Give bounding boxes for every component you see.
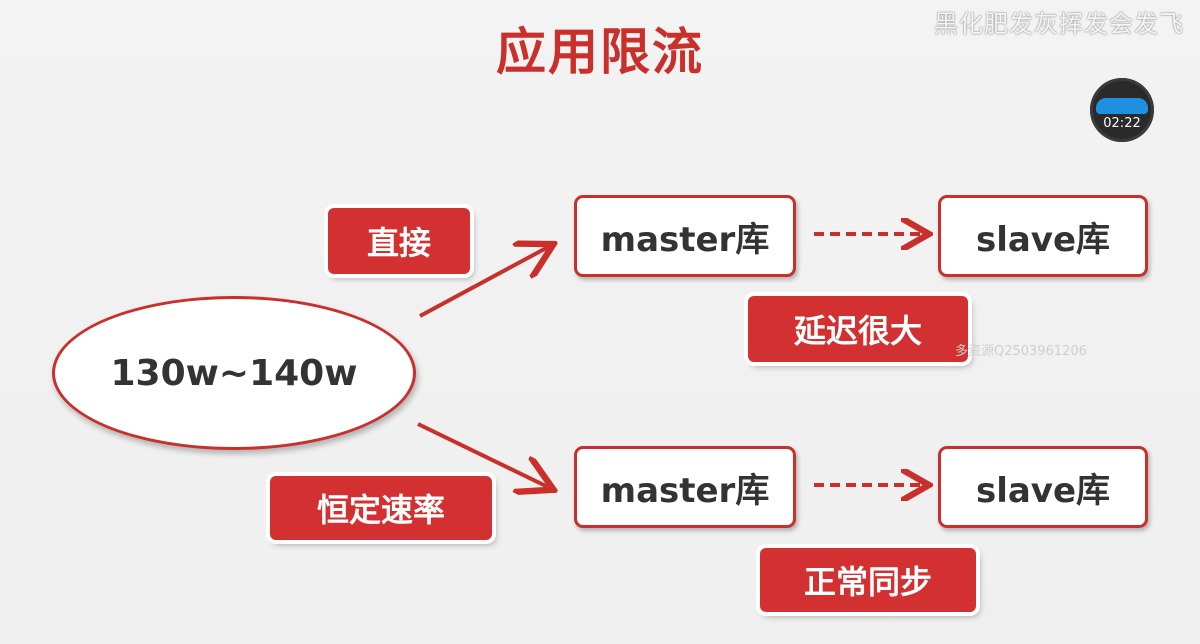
master-node-top: master库	[574, 195, 796, 277]
master-node-bottom: master库	[574, 446, 796, 528]
result-tag-delay: 延迟很大	[748, 296, 968, 362]
video-timer-badge[interactable]: 02:22	[1090, 78, 1154, 142]
method-tag-constant-rate: 恒定速率	[270, 476, 492, 540]
wave-icon	[1096, 98, 1148, 114]
page-title: 应用限流	[496, 23, 704, 81]
result-tag-normal-sync: 正常同步	[760, 548, 976, 612]
resource-watermark: 多资源Q2503961206	[955, 344, 1087, 359]
slave-node-bottom: slave库	[938, 446, 1148, 528]
method-tag-direct: 直接	[328, 208, 470, 274]
watermark-text: 黑化肥发灰挥发会发飞	[934, 10, 1184, 38]
arrow-to-master-top	[419, 246, 550, 318]
video-time: 02:22	[1103, 116, 1141, 131]
source-node: 130w~140w	[52, 296, 416, 450]
slave-node-top: slave库	[938, 195, 1148, 277]
arrow-to-master-bottom	[417, 422, 550, 488]
